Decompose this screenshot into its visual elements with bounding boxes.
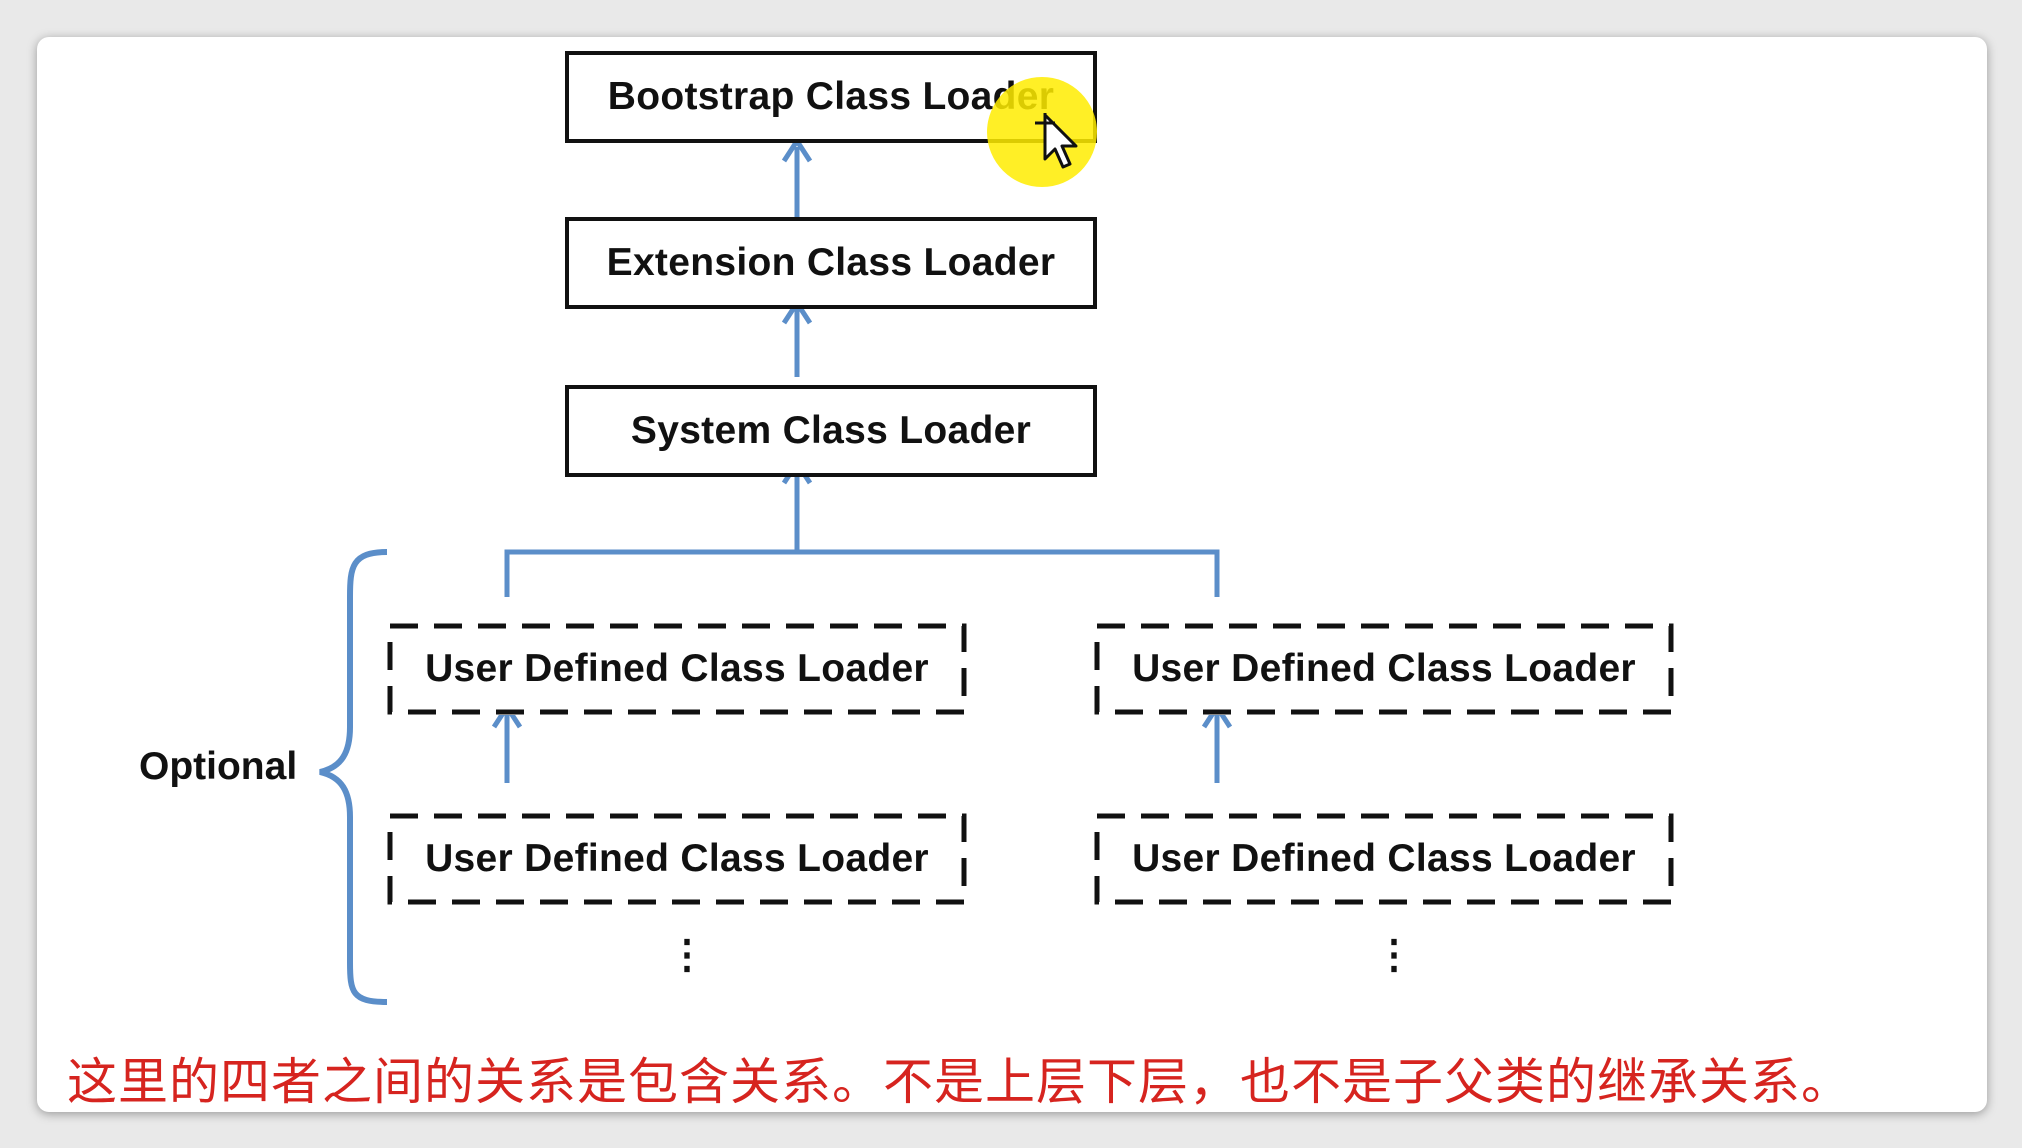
user-defined-loader-label: User Defined Class Loader	[425, 647, 929, 690]
user-defined-loader-right-bottom: User Defined Class Loader	[1094, 813, 1674, 905]
dashed-border	[387, 813, 967, 905]
dashed-border	[1094, 623, 1674, 715]
bootstrap-class-loader-label: Bootstrap Class Loader	[607, 75, 1055, 118]
system-class-loader-node: System Class Loader	[565, 385, 1097, 477]
continuation-dots-left: ⋮	[667, 933, 707, 977]
user-defined-loader-label: User Defined Class Loader	[425, 837, 929, 880]
optional-label: Optional	[139, 745, 298, 788]
dashed-border	[387, 623, 967, 715]
edge-users-to-system	[504, 549, 1220, 597]
user-defined-loader-label: User Defined Class Loader	[1132, 647, 1636, 690]
cursor-highlight	[987, 77, 1097, 187]
extension-class-loader-label: Extension Class Loader	[606, 241, 1056, 284]
slide-frame: Bootstrap Class Loader Extension Class L…	[37, 37, 1987, 1112]
mouse-pointer-icon	[1035, 113, 1078, 169]
user-defined-loader-left-top: User Defined Class Loader	[387, 623, 967, 715]
optional-brace	[319, 549, 388, 1005]
system-class-loader-label: System Class Loader	[630, 409, 1032, 452]
chinese-caption: 这里的四者之间的关系是包含关系。不是上层下层，也不是子父类的继承关系。	[67, 1053, 1852, 1111]
dashed-border	[1094, 813, 1674, 905]
user-defined-loader-left-bottom: User Defined Class Loader	[387, 813, 967, 905]
user-defined-loader-label: User Defined Class Loader	[1132, 837, 1636, 880]
diagram-connectors	[319, 136, 1233, 1005]
continuation-dots-right: ⋮	[1374, 933, 1414, 977]
user-defined-loader-right-top: User Defined Class Loader	[1094, 623, 1674, 715]
extension-class-loader-node: Extension Class Loader	[565, 217, 1097, 309]
